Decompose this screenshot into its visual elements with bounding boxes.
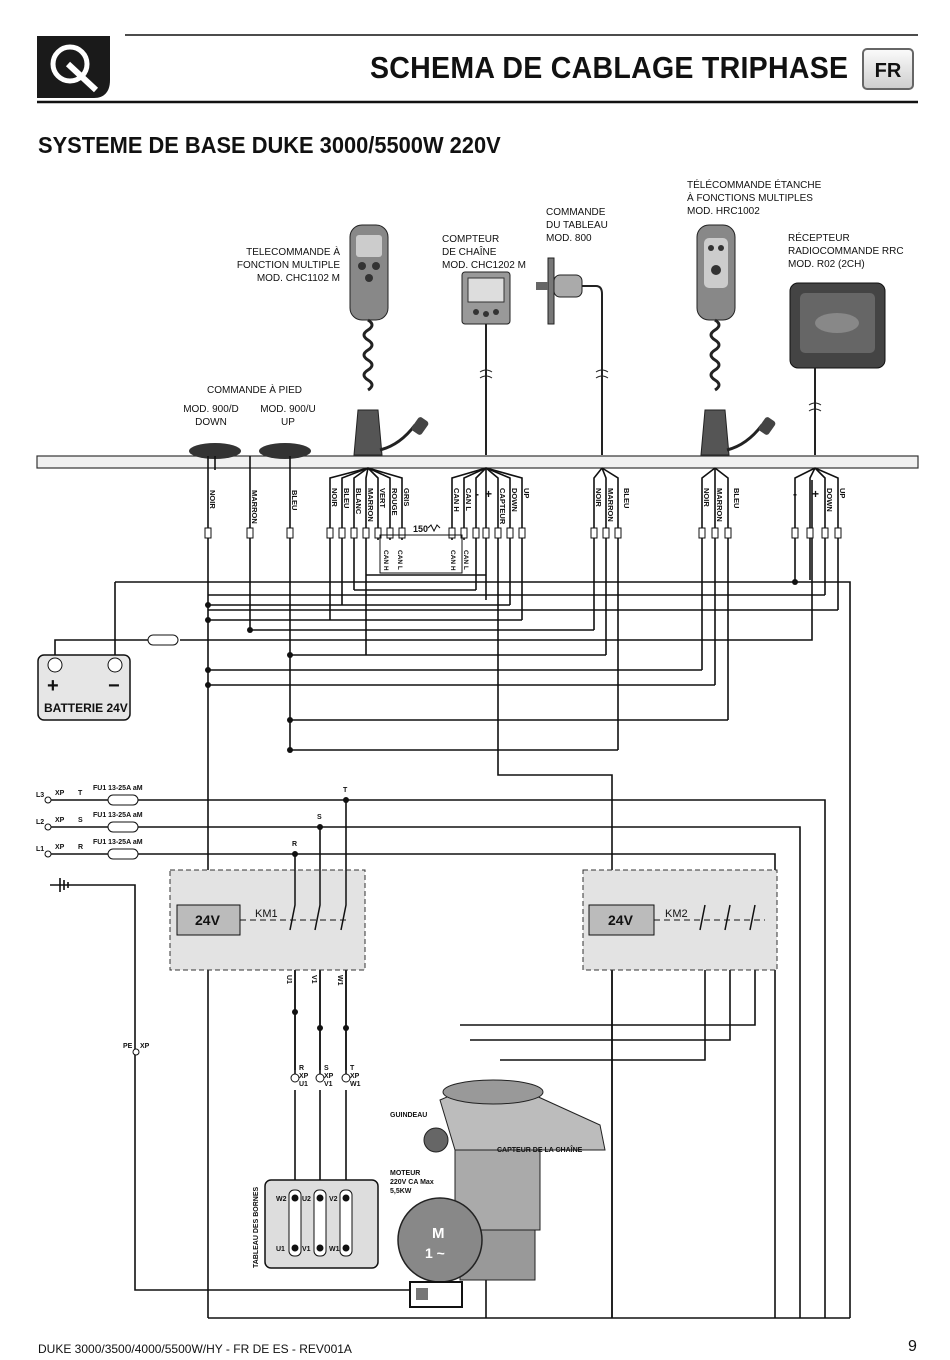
quick-logo bbox=[37, 36, 110, 98]
telecommande-line1: TELECOMMANDE À bbox=[246, 247, 340, 258]
commande-pied-devices bbox=[189, 443, 311, 459]
telecommande-etanche-line1: TÉLÉCOMMANDE ÉTANCHE bbox=[687, 180, 822, 191]
telecommande-etanche-line2: À FONCTIONS MULTIPLES bbox=[687, 193, 813, 204]
telecommande-device bbox=[349, 224, 429, 456]
page-title: SCHEMA DE CABLAGE TRIPHASE bbox=[370, 50, 849, 85]
recepteur-label: RÉCEPTEUR RADIOCOMMANDE RRC MOD. R02 (2C… bbox=[788, 232, 904, 271]
commande-tableau-line3: MOD. 800 bbox=[546, 233, 592, 244]
km1-contactor bbox=[169, 869, 366, 971]
deck bbox=[36, 455, 919, 469]
recepteur-device bbox=[789, 282, 886, 455]
km2-contactor bbox=[582, 869, 778, 971]
pied-up-text: UP bbox=[281, 417, 295, 428]
language-badge[interactable]: FR bbox=[862, 48, 914, 90]
pied-down-text: DOWN bbox=[195, 417, 227, 428]
page-subtitle: SYSTEME DE BASE DUKE 3000/5500W 220V bbox=[38, 132, 501, 158]
commande-pied-title: COMMANDE À PIED bbox=[207, 385, 303, 396]
xp-terminals bbox=[132, 1048, 351, 1083]
telecommande-etanche-line3: MOD. HRC1002 bbox=[687, 206, 760, 217]
wire-connectors bbox=[204, 527, 842, 539]
compteur-line3: MOD. CHC1202 M bbox=[442, 260, 526, 271]
compteur-label: COMPTEUR DE CHAÎNE MOD. CHC1202 M bbox=[442, 233, 526, 272]
commande-tableau-line2: DU TABLEAU bbox=[546, 220, 608, 231]
commande-tableau-label: COMMANDE DU TABLEAU MOD. 800 bbox=[546, 206, 608, 245]
recepteur-line1: RÉCEPTEUR bbox=[788, 233, 850, 244]
fuses bbox=[44, 634, 179, 860]
telecommande-etanche-device bbox=[696, 224, 776, 456]
can-resistor bbox=[379, 524, 463, 574]
commande-tableau-line1: COMMANDE bbox=[546, 207, 606, 218]
telecommande-line2: FONCTION MULTIPLE bbox=[236, 260, 340, 271]
page-number: 9 bbox=[908, 1338, 917, 1355]
windlass bbox=[397, 1079, 606, 1308]
compteur-line2: DE CHAÎNE bbox=[442, 247, 497, 258]
battery bbox=[37, 654, 131, 721]
tableau-bornes bbox=[264, 1179, 379, 1269]
telecommande-label: TELECOMMANDE À FONCTION MULTIPLE MOD. CH… bbox=[220, 246, 340, 285]
footer-text: DUKE 3000/3500/4000/5500W/HY - FR DE ES … bbox=[38, 1342, 352, 1356]
commande-tableau-device bbox=[536, 257, 609, 455]
pied-up-label: MOD. 900/U UP bbox=[253, 403, 323, 429]
recepteur-line3: MOD. R02 (2CH) bbox=[788, 259, 865, 270]
pied-down-model: MOD. 900/D bbox=[183, 404, 239, 415]
recepteur-line2: RADIOCOMMANDE RRC bbox=[788, 246, 904, 257]
compteur-line1: COMPTEUR bbox=[442, 234, 500, 245]
compteur-device bbox=[461, 271, 511, 455]
telecommande-etanche-label: TÉLÉCOMMANDE ÉTANCHE À FONCTIONS MULTIPL… bbox=[687, 179, 821, 218]
telecommande-line3: MOD. CHC1102 M bbox=[256, 273, 340, 284]
pied-up-model: MOD. 900/U bbox=[260, 404, 316, 415]
pied-down-label: MOD. 900/D DOWN bbox=[176, 403, 246, 429]
